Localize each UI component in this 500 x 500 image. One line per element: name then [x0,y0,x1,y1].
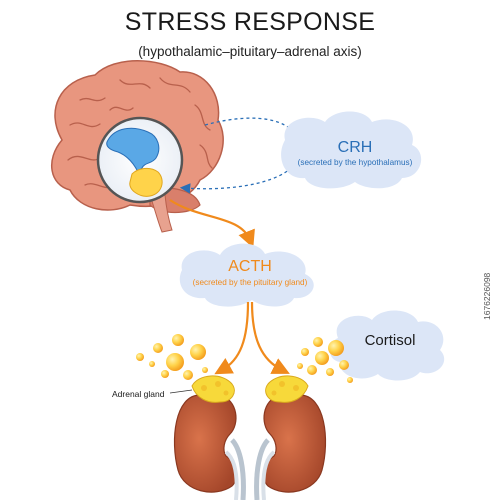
acth-label: ACTH [228,258,272,275]
diagram-title: STRESS RESPONSE [124,8,376,36]
cortisol-cloud [330,310,445,381]
adrenal-label-leader [169,389,193,394]
crh-dashed-loop [179,117,301,194]
acth-caption: (secreted by the pituitary gland) [192,278,308,287]
acth-cloud [179,243,314,307]
left-kidney [173,394,246,500]
brain-to-acth-arrow [169,199,255,249]
crh-caption: (secreted by the hypothalamus) [297,158,413,167]
stock-image-id: 1676226098 [482,272,492,320]
cortisol-bubbles-left [136,334,208,380]
right-adrenal-gland [265,375,309,403]
hypothalamus-pituitary-lens [96,116,184,204]
left-adrenal-gland [191,375,235,403]
crh-label: CRH [337,139,373,156]
diagram-subtitle: (hypothalamic–pituitary–adrenal axis) [138,44,362,59]
cortisol-label: Cortisol [364,332,416,349]
cortisol-bubbles-right [297,337,353,383]
acth-to-right-adrenal-arrow [250,301,290,374]
acth-to-left-adrenal-arrow [214,301,250,375]
right-kidney [254,394,327,500]
crh-cloud [281,111,422,189]
adrenal-gland-label: Adrenal gland [112,389,165,399]
